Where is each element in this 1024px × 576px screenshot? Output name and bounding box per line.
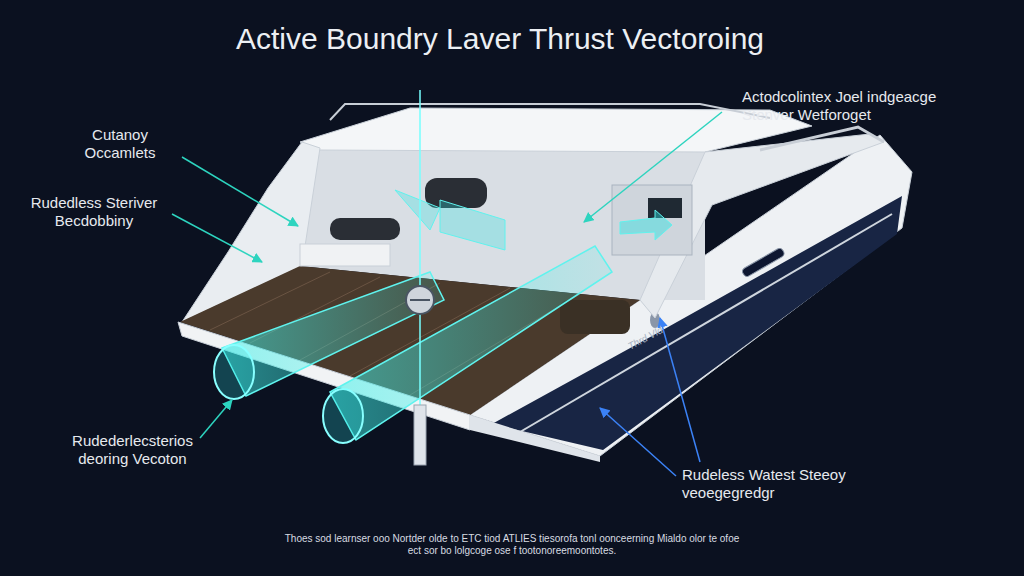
leader-line (584, 112, 722, 222)
seat-cushion (560, 300, 630, 334)
seat-base (300, 244, 390, 266)
impeller-disc (406, 286, 434, 314)
callout-label: Rudederlecsterios deoring Vecoton (50, 432, 215, 468)
rail (760, 127, 884, 150)
callout-label: Rudedless Steriver Becdobbiny (18, 194, 170, 230)
hardtop (300, 108, 812, 152)
flow-arrow (620, 210, 672, 240)
rudder-post (414, 405, 426, 465)
vector-plane (440, 200, 505, 250)
rail (330, 104, 770, 120)
callout-label: Cutanoy Occamlets (70, 126, 170, 162)
leader-line (660, 318, 700, 462)
stern-corner (470, 415, 600, 462)
leader-line (600, 408, 676, 476)
leader-line (182, 157, 298, 226)
helm-screen (648, 198, 682, 218)
thrust-outlet (214, 345, 254, 399)
helm-console (612, 185, 692, 255)
thrust-tube (330, 246, 612, 440)
callout-label: Actodcolintex Joel indgeacge Stenver Wet… (742, 88, 962, 124)
caption: Thoes sod learnser ooo Nortder olde to E… (282, 533, 742, 557)
seat-cushion (330, 218, 400, 240)
hull-name: Thrd Vld (626, 314, 685, 353)
callout-label: Rudeless Watest Steeoy veoegegredgr (682, 466, 867, 502)
hull-window (741, 247, 785, 278)
leader-line (172, 214, 262, 262)
vector-plane (395, 190, 440, 230)
impeller-blade (410, 299, 430, 301)
leader-line (200, 400, 232, 438)
thrust-outlet (323, 389, 363, 443)
diagram-title: Active Boundry Laver Thrust Vectoroing (190, 22, 810, 56)
seat-cushion (425, 178, 487, 208)
